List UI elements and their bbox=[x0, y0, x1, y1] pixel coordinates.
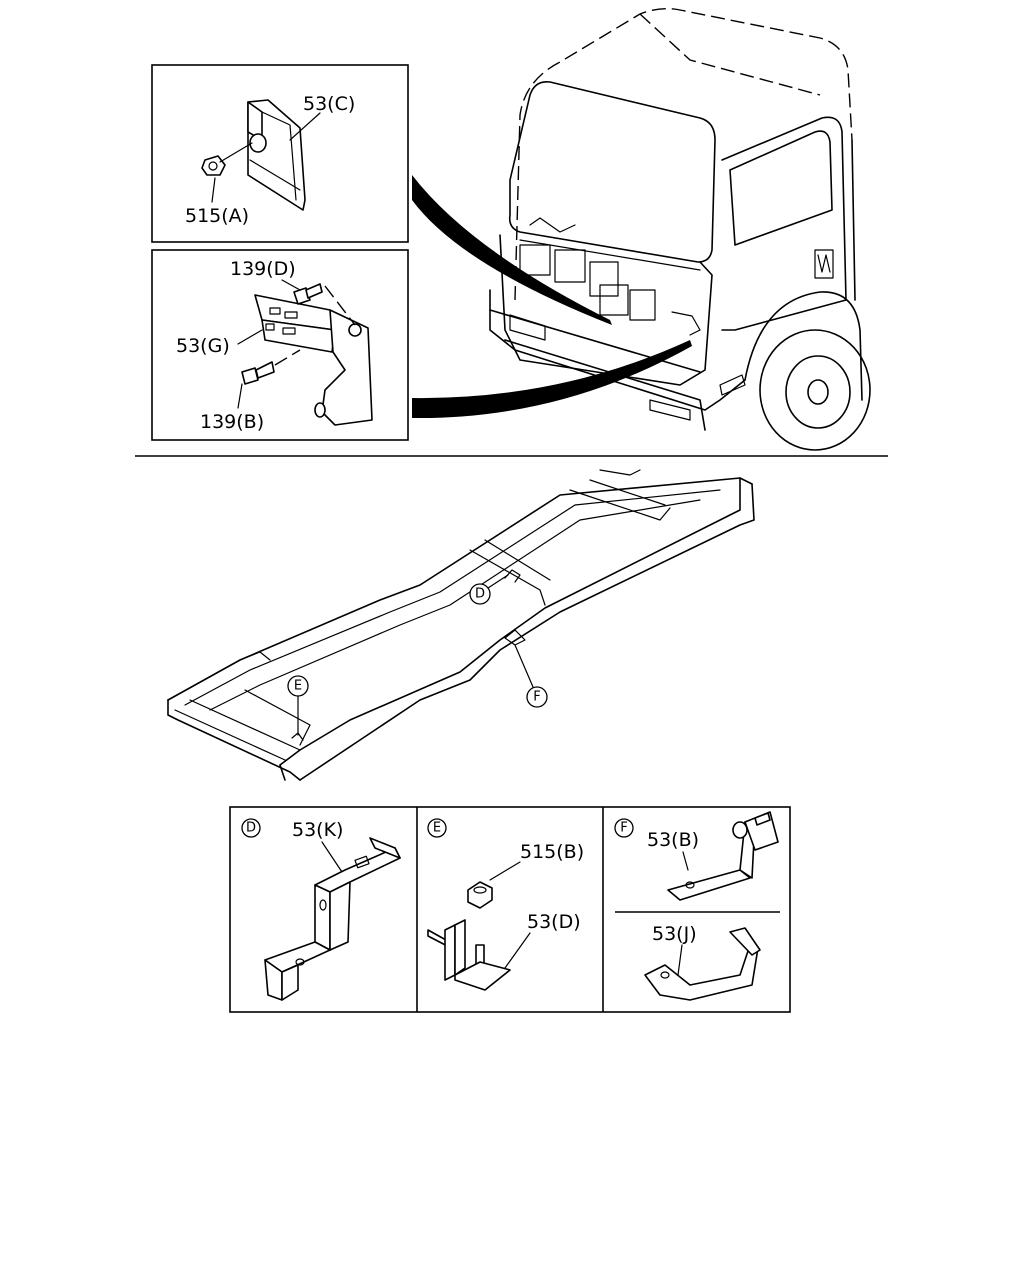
leader-515a-text bbox=[211, 177, 216, 203]
label-515a: 515(A) bbox=[185, 205, 249, 227]
leader-marker-f bbox=[514, 644, 534, 688]
bolt-139d-drawing bbox=[293, 283, 323, 305]
dash-139d bbox=[324, 285, 356, 326]
label-53k: 53(K) bbox=[292, 819, 343, 841]
label-139d: 139(D) bbox=[230, 258, 296, 280]
bracket-53d-drawing bbox=[427, 919, 511, 991]
bracket-53g-drawing bbox=[254, 294, 373, 426]
nut-515a-drawing bbox=[201, 155, 226, 176]
leader-53b bbox=[682, 851, 689, 871]
marker-e-panel bbox=[427, 818, 447, 838]
marker-f-frame-label: F bbox=[533, 690, 540, 705]
marker-d-frame-label: D bbox=[475, 587, 485, 602]
label-139b: 139(B) bbox=[200, 411, 264, 433]
leader-139d bbox=[281, 279, 301, 291]
label-515b: 515(B) bbox=[520, 841, 584, 863]
marker-f-panel-label: F bbox=[620, 821, 627, 836]
leader-53j bbox=[677, 944, 683, 976]
leader-marker-d bbox=[487, 574, 509, 589]
marker-e-panel-label: E bbox=[433, 821, 441, 836]
bolt-139b-drawing bbox=[241, 361, 275, 385]
bracket-53b-drawing bbox=[667, 811, 779, 901]
leader-swoosh-lower bbox=[412, 340, 692, 419]
marker-d-panel bbox=[241, 818, 261, 838]
label-53g: 53(G) bbox=[176, 335, 230, 357]
bracket-53j-drawing bbox=[644, 927, 761, 1001]
label-53b: 53(B) bbox=[647, 829, 699, 851]
leader-53c bbox=[289, 112, 321, 141]
marker-d-frame bbox=[469, 583, 491, 605]
marker-f-panel bbox=[614, 818, 634, 838]
leader-53k bbox=[321, 841, 343, 873]
label-53j: 53(J) bbox=[652, 923, 697, 945]
leader-53g bbox=[237, 329, 263, 345]
marker-e-frame-label: E bbox=[294, 679, 302, 694]
marker-d-panel-label: D bbox=[246, 821, 256, 836]
marker-f-frame bbox=[526, 686, 548, 708]
leader-139b bbox=[237, 383, 243, 409]
leader-53d bbox=[504, 932, 531, 969]
bracket-53k-drawing bbox=[264, 837, 401, 1001]
leader-515a bbox=[219, 142, 253, 163]
label-53d: 53(D) bbox=[527, 911, 581, 933]
bracket-53c-drawing bbox=[247, 99, 306, 211]
chassis-frame-illustration bbox=[167, 469, 755, 781]
label-53c: 53(C) bbox=[303, 93, 355, 115]
dash-139b bbox=[274, 349, 301, 366]
truck-cab-illustration bbox=[489, 7, 871, 451]
leader-515b bbox=[489, 861, 521, 881]
